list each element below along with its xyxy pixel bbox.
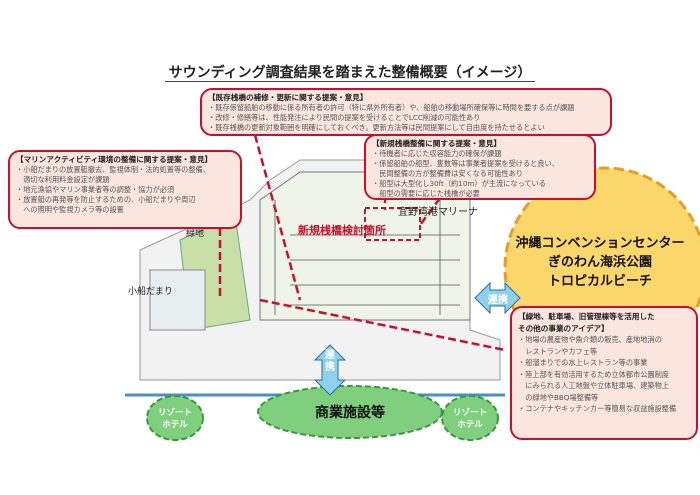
page-title: サウンディング調査結果を踏まえた整備概要（イメージ）	[0, 62, 700, 82]
hotel-text: ホテル	[457, 420, 483, 430]
box-item: ・船溜まりでの水上レストラン等の事業	[518, 358, 648, 367]
resort-hotel-left-area	[146, 395, 204, 441]
green-label: 緑地	[186, 229, 205, 239]
box-item: への照明や監視カメラ等の設置	[16, 205, 124, 214]
new-pier-box: 【新規桟橋整備に関する提案・意見】 ・待機者に応じた収容能力の確保が課題 ・係留…	[364, 134, 596, 200]
convention-center: 沖縄コンベンションセンター	[515, 236, 685, 251]
box-heading: 【マリンアクティビティ環境の整備に関する提案・意見】	[16, 155, 213, 164]
existing-pier-box: 【既存桟橋の補修・更新に関する提案・意見】 ・既存係留船舶の移動に係る所有者の許…	[200, 88, 612, 136]
link-char-1: 連	[325, 350, 335, 361]
box-item: ・地場の農産物や魚介類の販売、産地地消の	[518, 335, 662, 344]
marina-label: 宜野湾港マリーナ	[398, 207, 478, 218]
box-item: レストランやカフェ等	[518, 346, 598, 356]
box-item: ・小船だまりの放置艇撤去、監視体制・法的処置等の整備、	[16, 165, 210, 174]
box-item: 船型の需要に応じた桟橋が必要	[372, 189, 480, 198]
box-heading: 【緑地、駐車場、旧管理棟等を活用した	[518, 312, 655, 321]
resort-hotel-right-label: リゾートホテル	[442, 406, 498, 430]
resort-hotel-right-area	[441, 395, 499, 441]
link-arrow-vertical	[313, 344, 347, 396]
hotel-text: ホテル	[162, 420, 188, 430]
box-item: の緑地やBBQ場整備等	[518, 392, 599, 402]
box-item: ・船型は大型化し30ft（約10m）が主流になっている	[372, 179, 546, 188]
box-item: ・待機者に応じた収容能力の確保が課題	[372, 149, 502, 158]
resort-text: リゾート	[452, 408, 487, 418]
commercial-label: 商業施設等	[315, 405, 385, 421]
title-text: サウンディング調査結果を踏まえた整備概要（イメージ）	[164, 65, 536, 82]
box-item: ・既存係留船舶の移動に係る所有者の許可（特に県外所有者）や、船舶の移動場所確保等…	[208, 103, 575, 112]
link-char-2: 携	[325, 362, 335, 373]
new-pier-site-label: 新規桟橋検討箇所	[298, 224, 386, 237]
box-item: にみられる人工地盤や立体駐車場、建築物上	[518, 381, 669, 390]
box-item: ・地元漁協やマリン事業者等の調整・協力が必須	[16, 185, 175, 194]
resort-text: リゾート	[157, 408, 192, 418]
small-harbor-area	[149, 269, 206, 331]
link-label-horizontal: 連携	[488, 295, 508, 306]
box-item: ・陸上部を有効活用するため立体都市公園制度	[518, 369, 669, 379]
link-arrow-horizontal	[474, 281, 521, 315]
box-item: ・改修・修繕等は、性能発注により民間の提案を受けることでLCC削減の可能性あり	[208, 113, 481, 122]
pier-lines	[274, 200, 460, 315]
box-heading: 【既存桟橋の補修・更新に関する提案・意見】	[208, 93, 368, 102]
resort-hotel-left-label: リゾートホテル	[147, 406, 203, 430]
seaside-park: ぎのわん海浜公園	[547, 255, 652, 270]
new-pier-site-box	[364, 207, 421, 241]
commercial-area	[257, 385, 443, 439]
other-ideas-box: 【緑地、駐車場、旧管理棟等を活用した その他の事業のアイデア】 ・地場の農産物や…	[510, 306, 698, 440]
box-heading: 【新規桟橋整備に関する提案・意見】	[372, 139, 502, 148]
small-harbor-label: 小船だまり	[128, 287, 173, 297]
box-item: ・放置艇の再発等を防止するための、小船だまりや周辺	[16, 195, 196, 204]
tropical-beach: トロピカルビーチ	[547, 274, 652, 289]
box-item: ・コンテナやキッチンカー等簡易な収益施設整備	[518, 404, 677, 413]
box-item: ・既存桟橋の更新対象範囲を明確にしておくべき。更新方法等は民間提案にして自由度を…	[208, 123, 545, 132]
link-label-vertical: 連携	[323, 350, 337, 374]
marine-activity-box: 【マリンアクティビティ環境の整備に関する提案・意見】 ・小船だまりの放置艇撤去、…	[8, 150, 242, 229]
box-item: 適切な利用料金設定が課題	[16, 175, 110, 184]
convention-label: 沖縄コンベンションセンター ぎのわん海浜公園 トロピカルビーチ	[500, 232, 700, 289]
box-heading: その他の事業のアイデア】	[518, 323, 609, 333]
box-item: ・係留船舶の船型、隻数等は事業者提案を受けると良い、	[372, 159, 559, 168]
box-item: 民間整備の方が整備費は安くなる可能性あり	[372, 169, 523, 178]
